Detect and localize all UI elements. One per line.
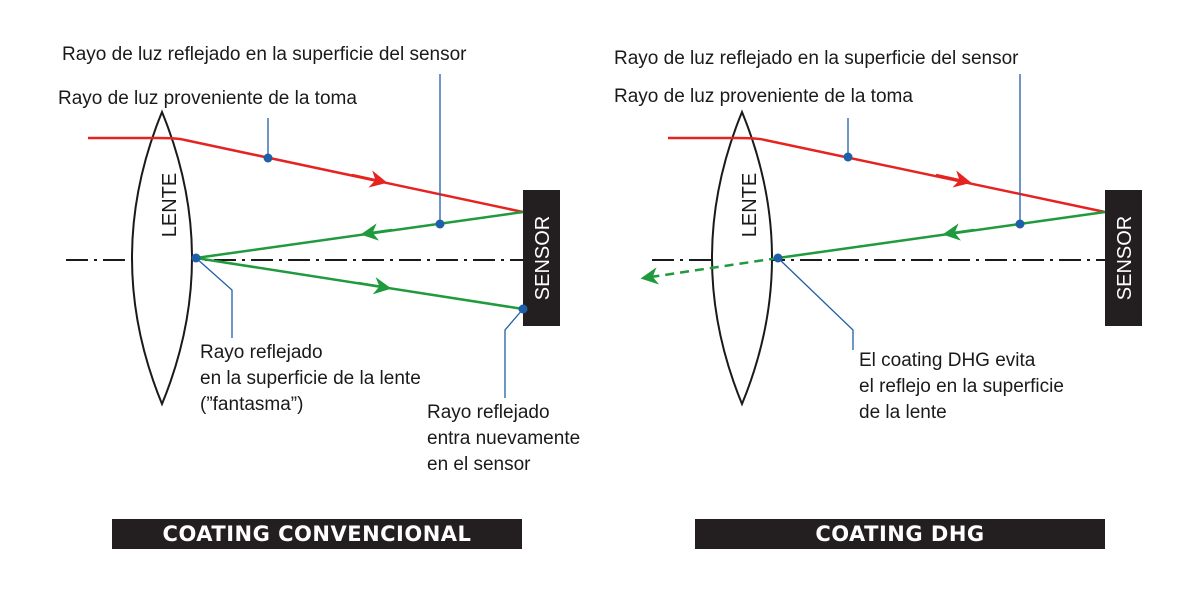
point-reenter-left [518, 304, 528, 314]
label-dhg-line-3: de la lente [859, 402, 947, 423]
title-banner-left: COATING CONVENCIONAL [112, 519, 522, 549]
ghost-ray-arrow-left [357, 277, 392, 295]
label-incoming-right: Rayo de luz proveniente de la toma [614, 86, 913, 107]
label-reflected-sensor-right: Rayo de luz reflejado en la superficie d… [614, 48, 1019, 69]
sensor-reflection-ray-left [195, 210, 524, 260]
sensor-reflection-arrow-right [942, 223, 975, 241]
right-panel: LENTE SENSOR [640, 74, 1142, 407]
label-reenter-line-1: Rayo reflejado [427, 402, 550, 423]
lens-left [131, 109, 193, 407]
leader-dhg-right [777, 257, 854, 350]
incoming-ray-arrow-left [351, 170, 388, 188]
sensor-right [1105, 190, 1142, 326]
lens-label-right: LENTE [739, 173, 761, 237]
label-reenter-line-3: en el sensor [427, 454, 531, 475]
lens-label-left: LENTE [159, 173, 181, 237]
point-incoming-right [843, 152, 853, 162]
point-lens-right [773, 253, 783, 263]
label-lens-reflection-line-3: (”fantasma”) [200, 394, 304, 415]
label-dhg-line-2: el reflejo en la superficie [859, 376, 1064, 397]
point-incoming-left [263, 153, 273, 163]
lens-right [711, 109, 773, 407]
incoming-ray-arrow-right [935, 170, 972, 188]
sensor-left [523, 190, 560, 326]
label-lens-reflection-left: Rayo reflejado en la superficie de la le… [200, 340, 421, 418]
label-lens-reflection-line-2: en la superficie de la lente [200, 368, 421, 389]
incoming-ray-left [88, 136, 524, 214]
label-lens-reflection-line-1: Rayo reflejado [200, 342, 323, 363]
point-reflected-sensor-right [1015, 219, 1025, 229]
left-panel: LENTE SENSOR [66, 74, 560, 407]
label-reenter-line-2: entra nuevamente [427, 428, 581, 449]
sensor-reflection-arrow-left [360, 223, 393, 241]
incoming-ray-right [668, 136, 1106, 214]
sensor-reflection-ray-right [777, 210, 1106, 260]
label-dhg-right: El coating DHG evita el reflejo en la su… [859, 348, 1064, 426]
transmitted-ray-right [640, 256, 779, 285]
leader-lens-reflection-left [195, 257, 233, 338]
leader-reenter-left [504, 308, 524, 398]
label-dhg-line-1: El coating DHG evita [859, 350, 1036, 371]
sensor-label-right: SENSOR [1114, 216, 1136, 300]
sensor-label-left: SENSOR [532, 216, 554, 300]
label-reflected-sensor-left: Rayo de luz reflejado en la superficie d… [62, 44, 467, 65]
label-reenter-left: Rayo reflejado entra nuevamente en el se… [427, 400, 580, 478]
point-lens-left [191, 253, 201, 263]
label-incoming-left: Rayo de luz proveniente de la toma [58, 88, 357, 109]
title-banner-right: COATING DHG [695, 519, 1105, 549]
point-reflected-sensor-left [435, 219, 445, 229]
